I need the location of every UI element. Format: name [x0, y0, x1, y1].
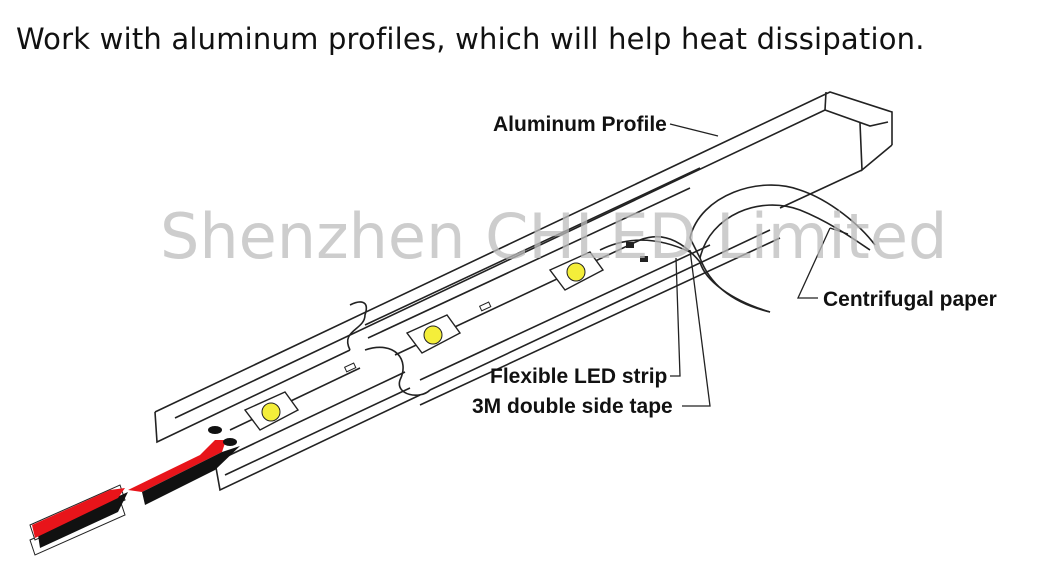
leader-lines: [669, 123, 849, 407]
led-chip: [405, 314, 462, 354]
centrifugal-paper: [689, 184, 876, 313]
power-wires: [29, 426, 240, 556]
aluminum-profile: [154, 91, 893, 492]
led-chips: [243, 242, 648, 431]
watermark: Shenzhen CHLED Limited: [160, 200, 947, 273]
label-aluminum-profile: Aluminum Profile: [493, 113, 667, 136]
page-title: Work with aluminum profiles, which will …: [16, 22, 925, 56]
label-centrifugal-paper: Centrifugal paper: [823, 288, 997, 311]
label-flexible-led-strip: Flexible LED strip: [490, 365, 667, 388]
led-chip: [243, 391, 300, 431]
label-3m-tape: 3M double side tape: [472, 395, 673, 418]
led-chip: [548, 251, 605, 291]
